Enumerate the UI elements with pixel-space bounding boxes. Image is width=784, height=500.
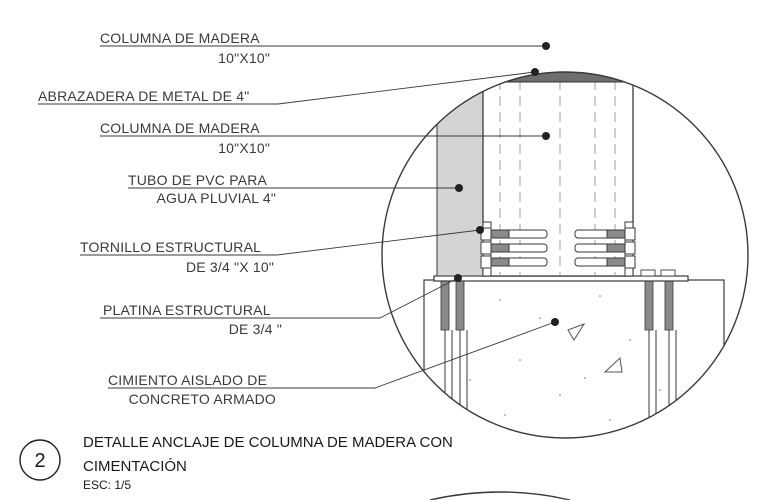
pvc-pipe	[436, 72, 484, 277]
detail-content	[423, 72, 725, 438]
leader-lines	[38, 45, 556, 389]
label-tornillo-size: DE 3/4 "X 10"	[186, 259, 274, 275]
label-tubo-pvc-size: AGUA PLUVIAL 4"	[156, 190, 276, 206]
label-platina-size: DE 3/4 "	[229, 321, 282, 337]
label-columna-2-size: 10"X10"	[218, 140, 270, 156]
detail-number: 2	[34, 450, 45, 472]
wood-column	[482, 72, 634, 277]
label-platina: PLATINA ESTRUCTURAL	[103, 302, 271, 318]
next-detail-arc	[429, 491, 571, 500]
detail-title-line2: CIMENTACIÓN	[83, 458, 187, 475]
through-bolts	[480, 227, 636, 269]
detail-title-line1: DETALLE ANCLAJE DE COLUMNA DE MADERA CON	[83, 434, 453, 451]
label-tubo-pvc: TUBO DE PVC PARA	[128, 172, 268, 188]
structural-plate	[433, 275, 689, 282]
label-cimiento: CIMIENTO AISLADO DE	[108, 372, 267, 388]
detail-circle	[381, 71, 749, 439]
aggregate-triangle	[603, 356, 623, 373]
aggregate-triangle	[567, 323, 586, 341]
concrete-texture	[469, 295, 661, 421]
label-columna-2: COLUMNA DE MADERA	[100, 120, 260, 136]
label-tornillo: TORNILLO ESTRUCTURAL	[80, 239, 261, 255]
label-abrazadera: ABRAZADERA DE METAL DE 4"	[38, 88, 249, 104]
label-columna-1-size: 10"X10"	[218, 50, 270, 66]
leader-dots	[454, 42, 559, 326]
concrete-footing	[423, 279, 725, 438]
metal-clamp	[432, 72, 637, 83]
detail-scale: ESC: 1/5	[83, 478, 131, 492]
detail-number-circle	[19, 439, 61, 481]
label-cimiento-2: CONCRETO ARMADO	[129, 391, 276, 407]
label-columna-1: COLUMNA DE MADERA	[100, 30, 260, 46]
